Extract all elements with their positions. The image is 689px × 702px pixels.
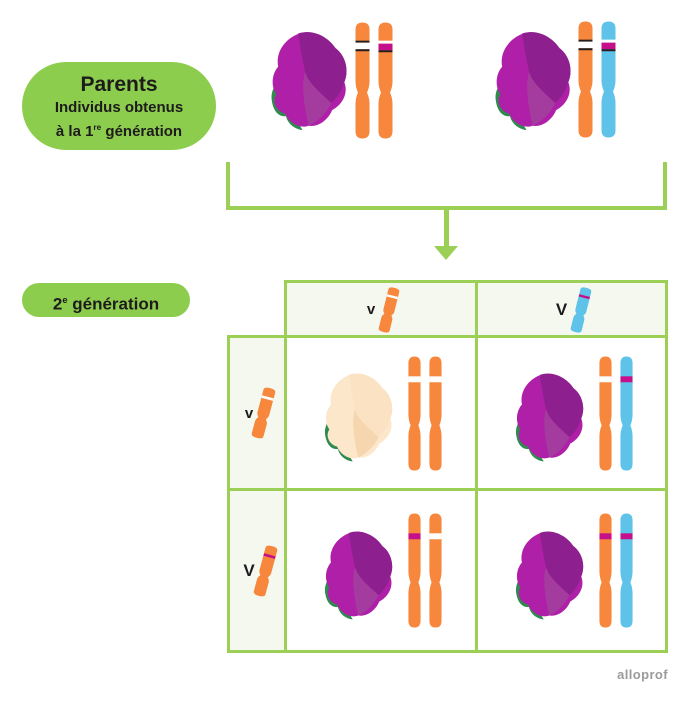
parents-title: Parents [80, 73, 158, 96]
punnett-cell-top-left [287, 338, 475, 488]
punnett-row-header-v: v [230, 338, 285, 488]
offspring-flower-purple [511, 525, 589, 625]
parents-subtitle-line1: Individus obtenus [54, 99, 184, 116]
grid-left-border [227, 336, 230, 653]
punnett-col-header-V: V [478, 283, 665, 336]
offspring-flower-cream [320, 367, 398, 467]
parents-subtitle-line2: à la 1re génération [22, 118, 216, 142]
row-header-chromosome-V [252, 544, 278, 598]
chromosome-pair [408, 355, 442, 471]
cell4-chromosome-right [619, 513, 633, 628]
allele-label-row-v: v [244, 404, 254, 422]
col-header-chromosome-V [570, 286, 593, 334]
generation-label-bubble: 2e génération [22, 283, 190, 317]
grid-horizontal-1 [227, 335, 668, 338]
chromosome-pair [408, 513, 442, 628]
cell3-chromosome-right [429, 513, 442, 628]
row-header-chromosome-v [251, 386, 277, 440]
line2-superscript: re [93, 123, 102, 132]
bracket-horizontal-line [226, 206, 667, 210]
gen-superscript: e [62, 295, 68, 305]
col-header-chromosome-v [378, 286, 401, 334]
parent2-chromosome-v [578, 21, 593, 138]
allele-label-V: V [555, 299, 568, 319]
parent2-chromosome-V [601, 21, 616, 138]
cell2-chromosome-left [598, 355, 612, 471]
gen-text: génération [67, 294, 160, 314]
cell2-chromosome-right [619, 355, 633, 471]
arrow-head-icon [434, 246, 458, 260]
grid-vertical-1 [284, 280, 287, 653]
gen-number: 2 [52, 294, 63, 314]
offspring-flower-purple [320, 525, 398, 625]
punnett-cell-bottom-left [287, 491, 475, 650]
allele-label-v: v [366, 301, 376, 318]
bracket-left-line [226, 162, 230, 210]
chromosome-pair [598, 355, 633, 471]
punnett-cell-top-right [478, 338, 665, 488]
arrow-shaft [444, 210, 449, 246]
parent1-chromosome-V [378, 22, 393, 139]
allele-label-row-V: V [243, 560, 255, 580]
chromosome-pair [598, 513, 633, 628]
punnett-cell-bottom-right [478, 491, 665, 650]
grid-vertical-2 [475, 280, 478, 653]
grid-top-border [284, 280, 668, 283]
bracket-right-line [663, 162, 667, 210]
cell1-chromosome-left [408, 355, 421, 471]
grid-right-border [665, 280, 668, 653]
punnett-left-header-background [230, 338, 285, 650]
line2-text: à la 1 [55, 123, 94, 140]
parents-label-bubble: Parents Individus obtenus à la 1re génér… [22, 62, 216, 150]
grid-bottom-border [227, 650, 668, 653]
parent2-flower [490, 27, 577, 134]
alloprof-watermark: alloprof [617, 667, 668, 682]
cell1-chromosome-right [429, 355, 442, 471]
parent1-chromosome-v [355, 22, 370, 139]
punnett-col-header-v: v [287, 283, 475, 336]
grid-horizontal-2 [227, 488, 668, 491]
punnett-row-header-V: V [230, 491, 285, 650]
line2-text-end: génération [101, 123, 183, 140]
offspring-flower-purple [511, 367, 589, 467]
parent1-flower [266, 27, 353, 134]
cell4-chromosome-left [598, 513, 612, 628]
cell3-chromosome-left [408, 513, 421, 628]
